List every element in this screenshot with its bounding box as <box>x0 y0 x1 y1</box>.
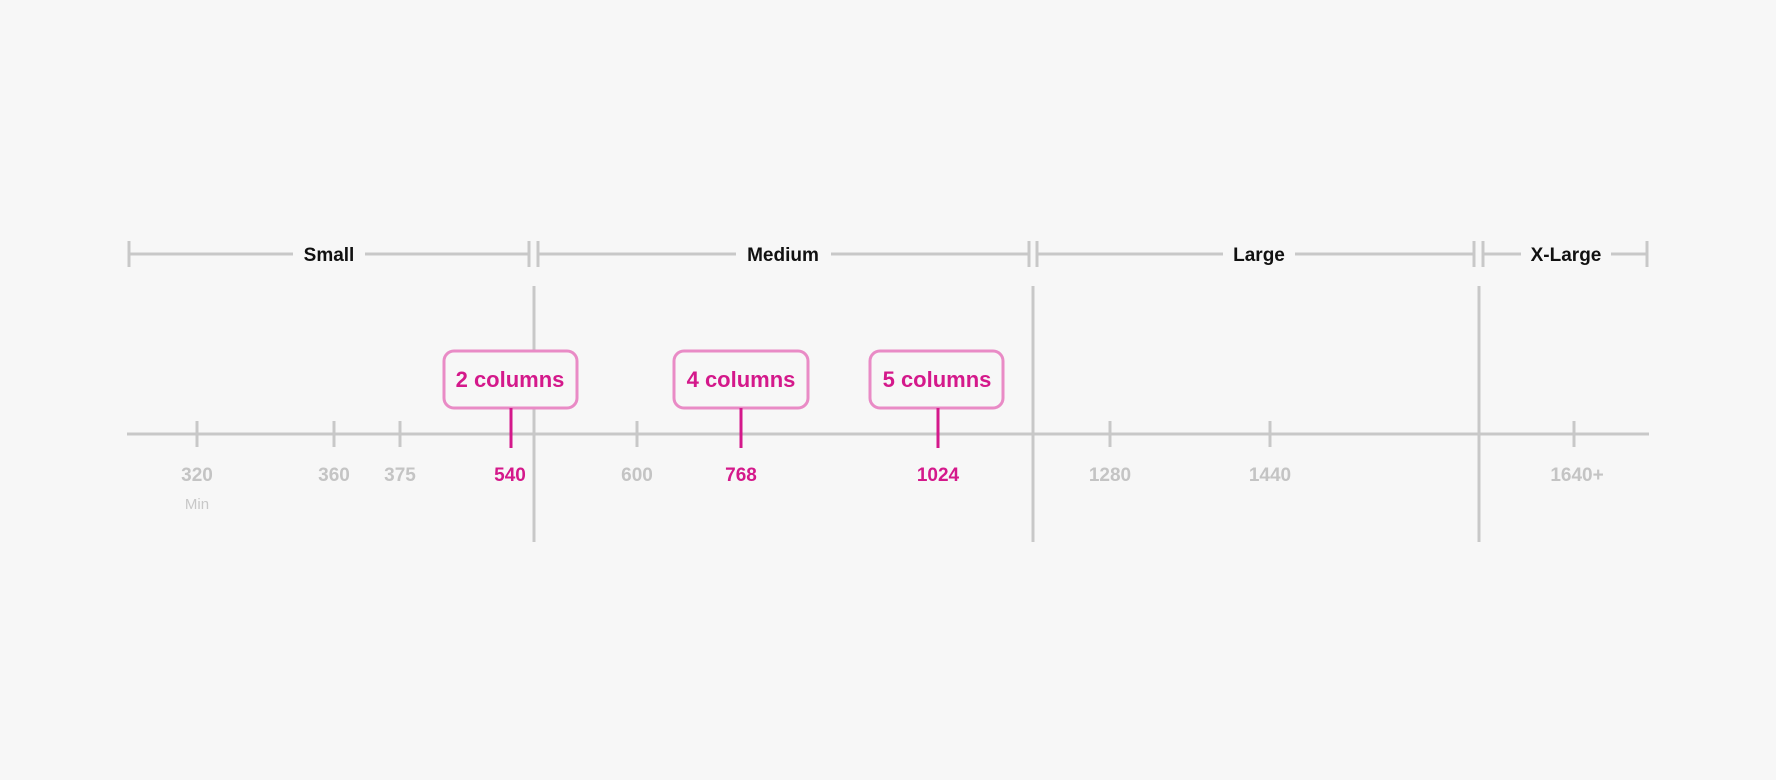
tick-1640-label: 1640+ <box>1550 465 1603 486</box>
tick-320: 320 Min <box>181 421 213 513</box>
range-large-label: Large <box>1233 245 1285 266</box>
callout-4-columns-text: 4 columns <box>687 367 796 392</box>
tick-1280: 1280 <box>1089 421 1131 486</box>
tick-600-label: 600 <box>621 465 653 486</box>
tick-320-label: 320 <box>181 465 213 486</box>
range-large: Large <box>1035 241 1476 267</box>
range-xlarge-label: X-Large <box>1531 245 1602 266</box>
tick-540-label: 540 <box>494 465 526 486</box>
tick-600: 600 <box>621 421 653 486</box>
tick-1024: 5 columns 1024 <box>868 349 1005 486</box>
tick-1440: 1440 <box>1249 421 1291 486</box>
tick-768: 4 columns 768 <box>672 349 810 486</box>
tick-320-sublabel: Min <box>185 496 209 513</box>
tick-360-label: 360 <box>318 465 350 486</box>
range-medium-label: Medium <box>747 245 819 266</box>
tick-540: 2 columns 540 <box>442 349 579 486</box>
tick-1640: 1640+ <box>1550 421 1604 486</box>
tick-1024-label: 1024 <box>917 465 960 486</box>
range-small-label: Small <box>304 245 355 266</box>
tick-360: 360 <box>318 421 350 486</box>
tick-1280-label: 1280 <box>1089 465 1131 486</box>
tick-768-label: 768 <box>725 465 757 486</box>
range-medium: Medium <box>536 241 1031 267</box>
callout-5-columns-text: 5 columns <box>883 367 992 392</box>
tick-375: 375 <box>384 421 416 486</box>
range-xlarge: X-Large <box>1481 241 1649 267</box>
tick-375-label: 375 <box>384 465 416 486</box>
callout-2-columns-text: 2 columns <box>456 367 565 392</box>
tick-1440-label: 1440 <box>1249 465 1291 486</box>
range-small: Small <box>127 241 531 267</box>
